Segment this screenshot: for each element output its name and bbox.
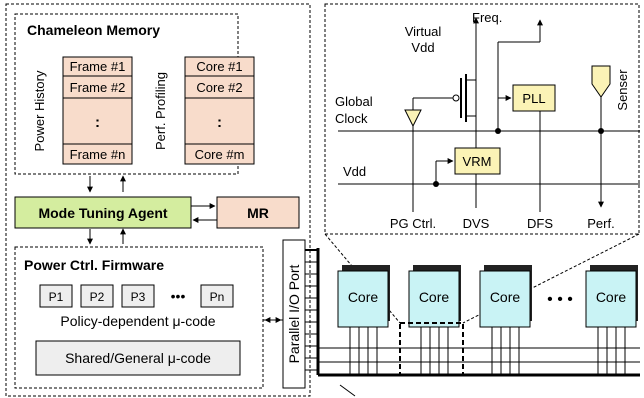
core-label: Core [596, 289, 627, 305]
policy-ellipsis: ••• [171, 288, 186, 304]
core-unit: Core [585, 265, 638, 375]
core-label: Core [348, 289, 379, 305]
power-history-label: Power History [32, 70, 47, 151]
core-box [479, 270, 531, 328]
perf-profiling-label: Perf. Profiling [153, 72, 168, 150]
freq-label: Freq. [472, 10, 502, 25]
shared-code-label: Shared/General μ-code [65, 350, 211, 366]
parallel-io-port-label: Parallel I/O Port [286, 264, 302, 363]
bus-lines [305, 248, 640, 397]
clock-buffer-icon [404, 109, 422, 128]
virtual-vdd-label-line2: Vdd [411, 40, 434, 55]
core-profile-box [184, 56, 255, 165]
core-profile-ellipsis: : [217, 114, 222, 131]
dvs-label: DVS [463, 216, 490, 231]
policy-label: P3 [131, 290, 146, 304]
virtual-vdd-label-line1: Virtual [405, 24, 442, 39]
senser-icon [591, 65, 611, 98]
frame-stack: Frame #1 Frame #2 : Frame #n [62, 56, 133, 165]
core-profile-entry: Core #m [195, 147, 245, 162]
policy-label: P1 [49, 290, 64, 304]
core-label: Core [490, 289, 521, 305]
cores-row: Core Core Core • • • C [337, 265, 638, 376]
perf-label: Perf. [587, 216, 614, 231]
power-ctrl-firmware: Power Ctrl. Firmware P1 P2 P3 ••• Pn Pol… [14, 246, 264, 389]
mr-label: MR [247, 205, 269, 221]
mr-box [216, 196, 300, 229]
policy-box [80, 284, 114, 308]
frame-ellipsis: : [95, 114, 100, 131]
frame-stack-box [62, 56, 133, 165]
shared-code-box [35, 340, 241, 376]
power-ctrl-firmware-title: Power Ctrl. Firmware [24, 257, 164, 273]
frame-entry: Frame #2 [70, 80, 126, 95]
core-box [408, 270, 460, 328]
mode-tuning-agent-label: Mode Tuning Agent [38, 205, 167, 221]
core-profile-entry: Core #2 [196, 80, 242, 95]
power-ctrl-firmware-border [14, 246, 264, 389]
chameleon-memory: Chameleon Memory Power History Frame #1 … [14, 13, 255, 175]
zoom-connector-right [462, 233, 640, 324]
frame-entry: Frame #1 [70, 59, 126, 74]
core-unit: Core [479, 265, 532, 375]
policy-label: Pn [210, 290, 225, 304]
firmware-panel-border [5, 3, 311, 397]
cores-ellipsis: • • • [547, 291, 573, 308]
core-profile-entry: Core #1 [196, 59, 242, 74]
circuit-zoom-border [324, 3, 640, 235]
core-box [585, 270, 637, 328]
dfs-label: DFS [527, 216, 553, 231]
transistor-gate [452, 94, 460, 102]
policy-box [121, 284, 155, 308]
zoom-highlight-box [399, 322, 464, 376]
parallel-io-port-box [282, 239, 306, 389]
core-label: Core [419, 289, 450, 305]
pll-label: PLL [522, 91, 545, 106]
core-box [337, 270, 389, 328]
frame-entry: Frame #n [70, 147, 126, 162]
senser-label: Senser [615, 69, 630, 111]
mode-tuning-agent-box [14, 196, 192, 229]
global-clock-line2: Clock [335, 111, 368, 126]
pg-ctrl-label: PG Ctrl. [390, 216, 436, 231]
policy-code-label: Policy-dependent μ-code [60, 313, 215, 329]
core-unit: Core [337, 265, 390, 375]
pll-box [512, 84, 556, 112]
policy-label: P2 [90, 290, 105, 304]
vrm-label: VRM [463, 154, 492, 169]
core-unit: Core [408, 265, 461, 375]
vdd-label: Vdd [343, 164, 366, 179]
vrm-box [454, 147, 501, 175]
policy-box [39, 284, 73, 308]
circuit-zoom: Virtual Vdd Freq. PLL Global Clock VRM [324, 3, 640, 235]
global-clock-line1: Global [335, 94, 373, 109]
policy-box [200, 284, 234, 308]
chameleon-memory-title: Chameleon Memory [27, 22, 160, 38]
core-profile-stack: Core #1 Core #2 : Core #m [184, 56, 255, 165]
